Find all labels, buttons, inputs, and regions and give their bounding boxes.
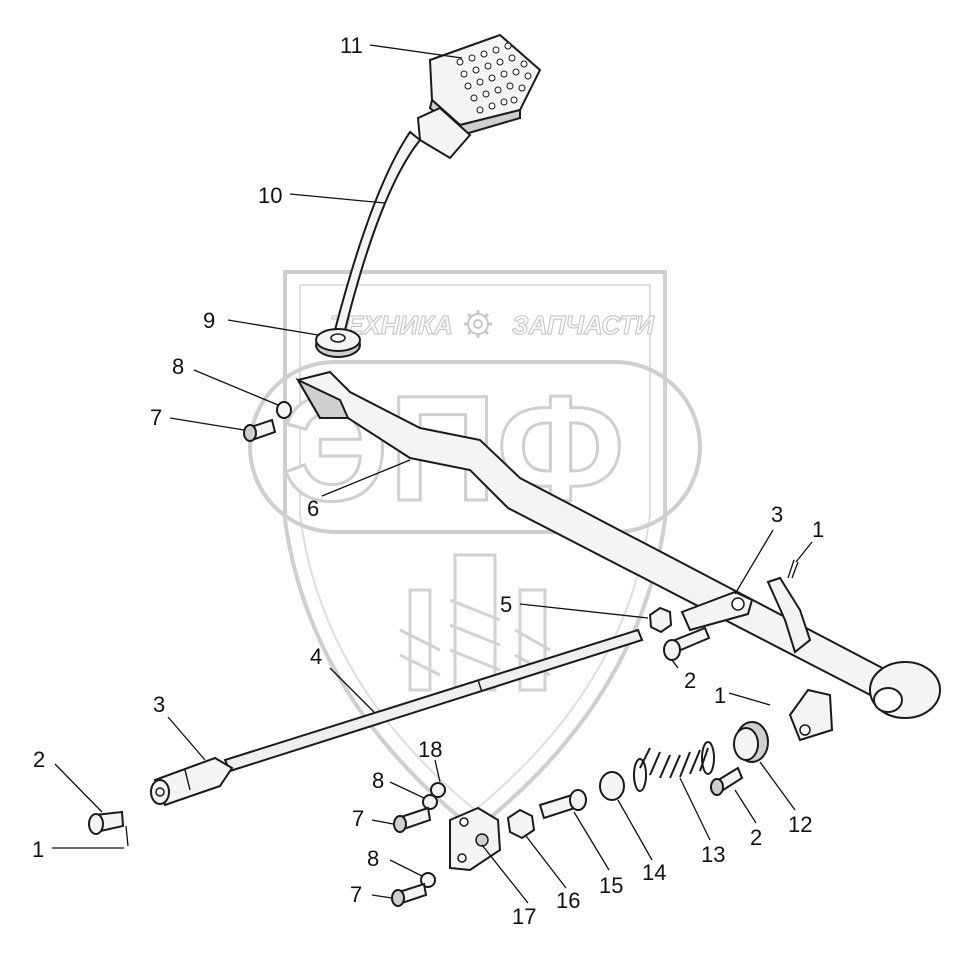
leader-lines bbox=[52, 44, 813, 904]
fork-lower bbox=[150, 756, 234, 807]
bolt-7-mid bbox=[393, 806, 432, 833]
callout-9: 9 bbox=[203, 308, 215, 333]
pin-lower-left bbox=[88, 810, 125, 835]
callout-17: 17 bbox=[512, 904, 536, 929]
callout-18: 18 bbox=[418, 737, 442, 762]
watermark-banner bbox=[248, 360, 702, 534]
callout-13: 13 bbox=[701, 842, 725, 867]
gear-icon bbox=[464, 310, 492, 338]
main-lever bbox=[295, 370, 941, 742]
callout-8-upper: 8 bbox=[172, 354, 184, 379]
nut-16 bbox=[506, 808, 536, 840]
stud-15 bbox=[538, 789, 587, 820]
pedal-pad bbox=[416, 33, 542, 160]
cup-14 bbox=[599, 771, 625, 801]
washer-8-mid bbox=[422, 794, 438, 810]
spring-13 bbox=[633, 741, 715, 792]
cotter-pin-upper bbox=[787, 559, 799, 579]
pin-middle bbox=[663, 626, 711, 661]
callout-3-upper: 3 bbox=[771, 502, 783, 527]
callout-7-lower: 7 bbox=[350, 882, 362, 907]
callout-2-right: 2 bbox=[750, 825, 762, 850]
cotter-pin-lower bbox=[125, 825, 129, 847]
nut-5 bbox=[648, 606, 673, 634]
cap-12 bbox=[733, 721, 769, 763]
callout-2-lower: 2 bbox=[33, 747, 45, 772]
callout-labels: 11 10 9 8 7 6 3 1 5 4 2 1 3 2 1 18 8 7 8… bbox=[32, 33, 824, 929]
callout-8-lower: 8 bbox=[367, 846, 379, 871]
fork-upper bbox=[680, 590, 754, 632]
callout-12: 12 bbox=[788, 812, 812, 837]
bracket-17 bbox=[449, 806, 502, 872]
callout-3-lower: 3 bbox=[153, 692, 165, 717]
callout-1-lower: 1 bbox=[32, 837, 44, 862]
callout-6: 6 bbox=[307, 496, 319, 521]
callout-15: 15 bbox=[599, 873, 623, 898]
washer-8-upper bbox=[276, 401, 292, 419]
callout-14: 14 bbox=[642, 860, 666, 885]
callout-7-mid: 7 bbox=[352, 806, 364, 831]
callout-4: 4 bbox=[310, 644, 322, 669]
callout-8-mid: 8 bbox=[372, 768, 384, 793]
watermark-text-right: ЗАПЧАСТИ bbox=[512, 310, 655, 340]
washer-9 bbox=[315, 328, 361, 358]
callout-16: 16 bbox=[556, 888, 580, 913]
callout-5: 5 bbox=[500, 592, 512, 617]
wheat-icon bbox=[399, 553, 551, 692]
callout-1-upper: 1 bbox=[812, 517, 824, 542]
callout-7-upper: 7 bbox=[150, 405, 162, 430]
callout-11: 11 bbox=[340, 33, 363, 58]
callout-10: 10 bbox=[258, 183, 282, 208]
bolt-2-right bbox=[710, 766, 744, 796]
callout-1-middle: 1 bbox=[714, 683, 726, 708]
washer-18 bbox=[430, 782, 446, 798]
bolt-7-upper bbox=[243, 418, 277, 442]
bolt-7-lower bbox=[391, 882, 428, 907]
callout-2-middle: 2 bbox=[684, 668, 696, 693]
